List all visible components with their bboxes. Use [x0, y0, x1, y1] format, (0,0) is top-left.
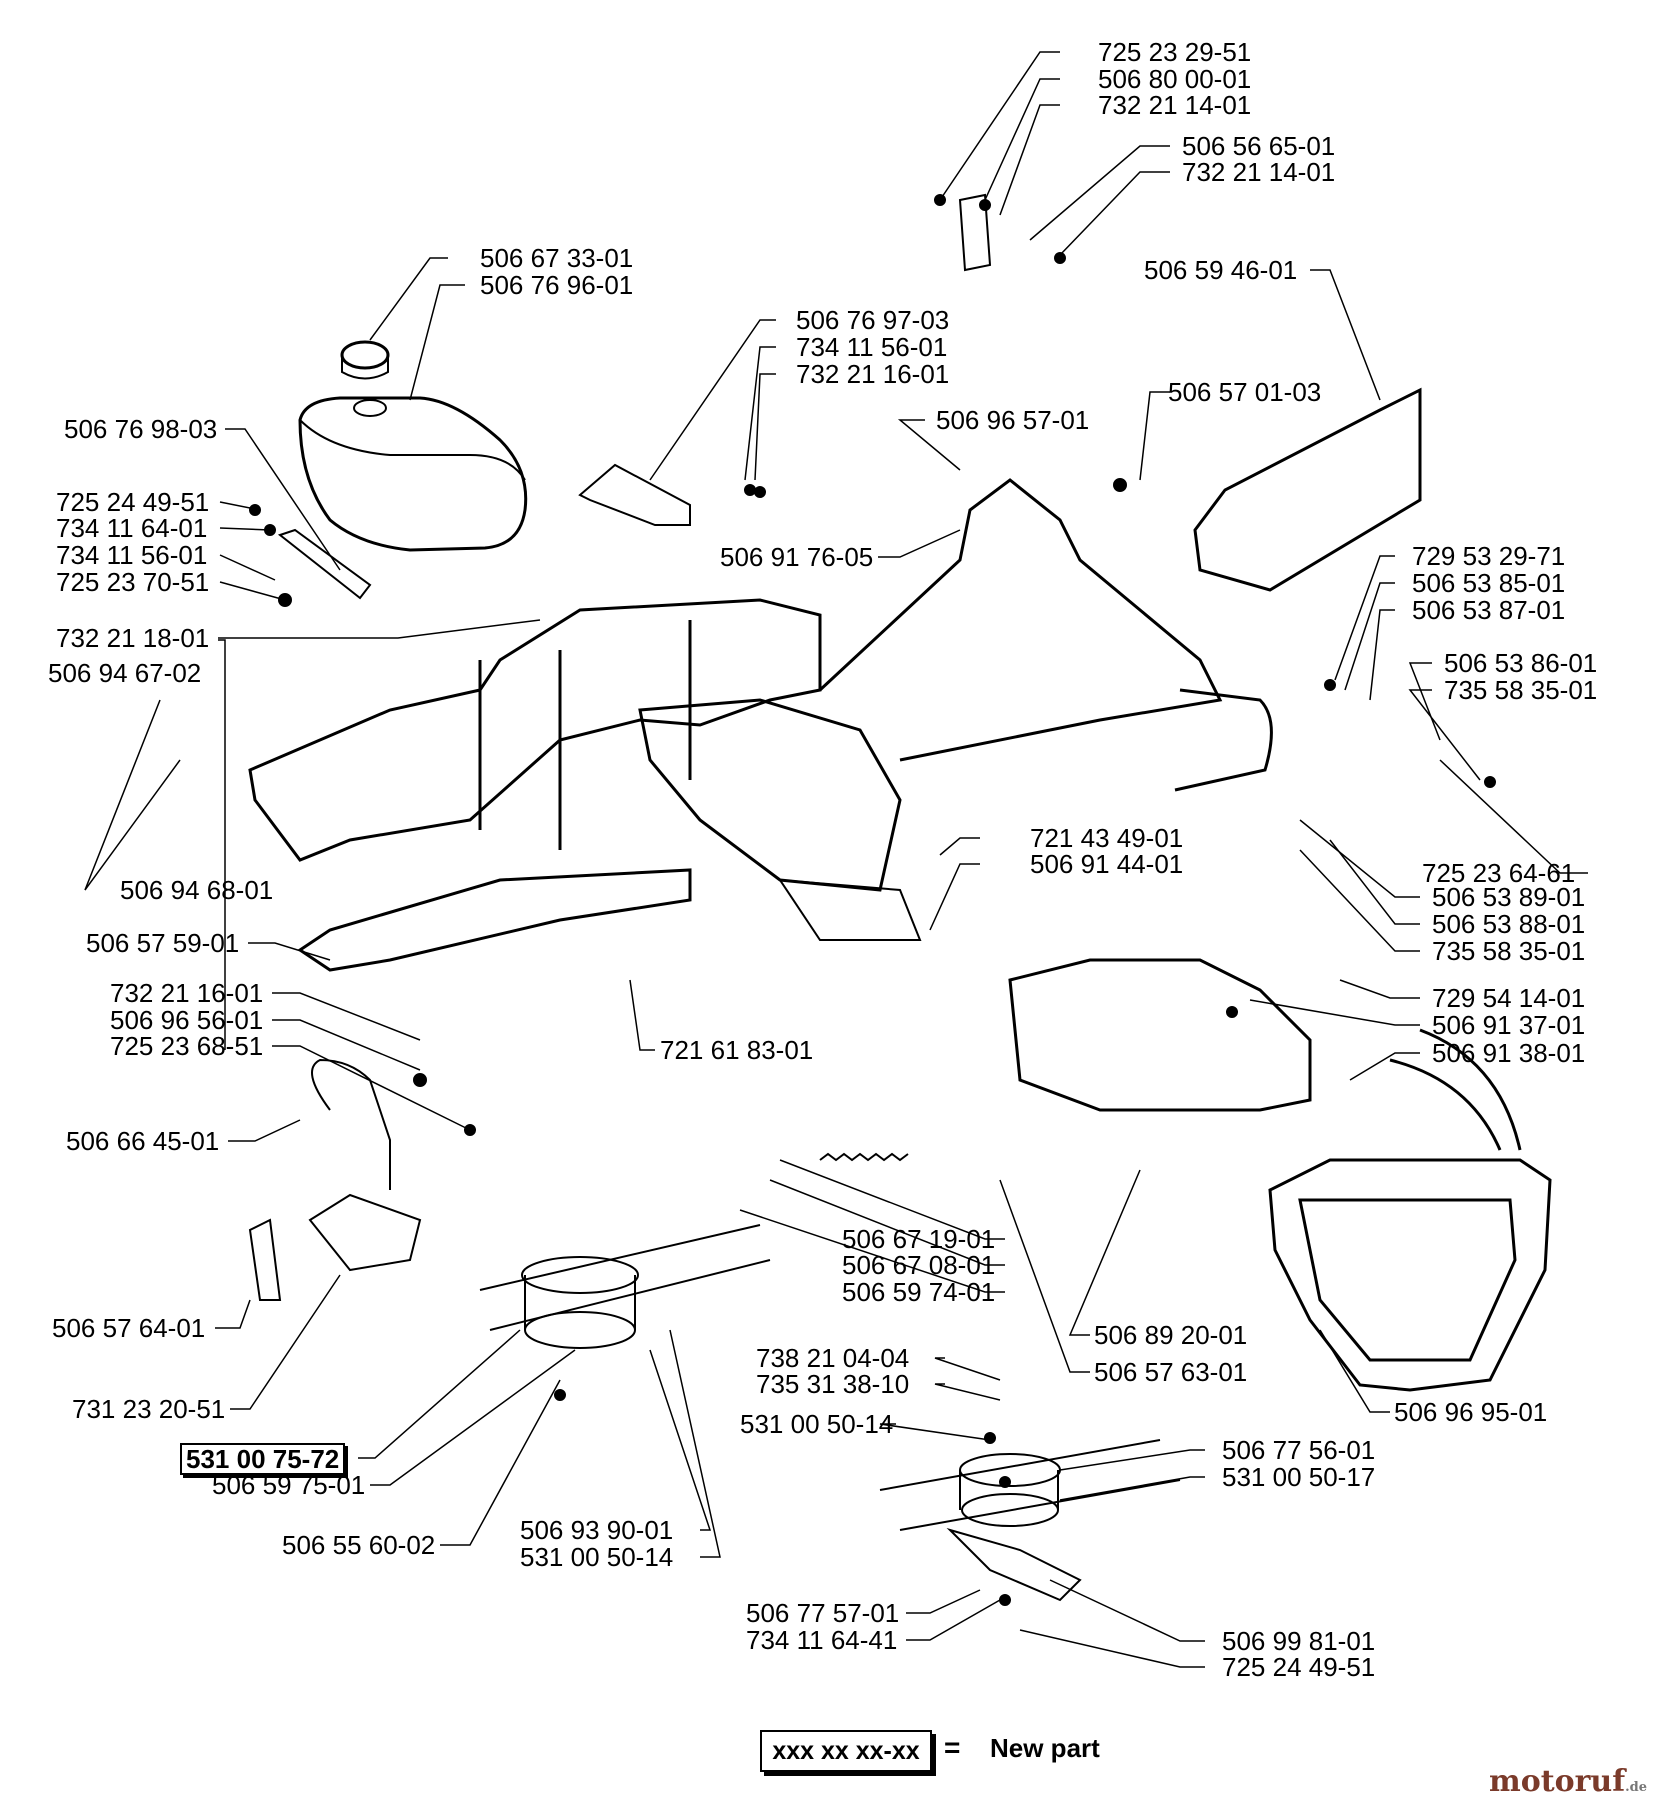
part-label: 506 91 76-05 [720, 542, 874, 572]
part-label: 506 94 68-01 [120, 875, 274, 905]
part-label: 506 57 59-01 [86, 928, 240, 958]
part-label: 732 21 16-01 [796, 359, 950, 389]
part-label: 531 00 50-17 [1222, 1462, 1376, 1492]
part-label: 506 53 87-01 [1412, 595, 1566, 625]
part-label: 725 24 49-51 [1222, 1652, 1376, 1682]
part-label: 506 67 19-01 [842, 1224, 996, 1254]
fuel-tank [298, 340, 528, 552]
part-label: 506 96 57-01 [936, 405, 1090, 435]
part-label: 734 11 56-01 [796, 332, 948, 362]
main-frame [248, 478, 1273, 892]
part-label: 735 58 35-01 [1444, 675, 1598, 705]
part-label: 531 00 50-14 [520, 1542, 674, 1572]
legend-code-box: xxx xx xx-xx [760, 1730, 932, 1772]
part-label: 729 54 14-01 [1432, 983, 1586, 1013]
base-plate [297, 868, 692, 972]
hook-rod [311, 1058, 391, 1190]
part-label: 506 91 37-01 [1432, 1010, 1586, 1040]
pivot-plate [308, 1193, 422, 1272]
part-label: 725 23 29-51 [1098, 37, 1252, 67]
part-label: 506 99 81-01 [1222, 1626, 1376, 1656]
part-label: 506 59 74-01 [842, 1277, 996, 1307]
part-label: 506 56 65-01 [1182, 131, 1336, 161]
right-pulley [879, 1439, 1181, 1602]
part-label: 506 76 98-03 [64, 414, 218, 444]
part-label: 506 57 64-01 [52, 1313, 206, 1343]
part-label: 506 67 08-01 [842, 1250, 996, 1280]
part-label: 735 31 38-10 [756, 1369, 910, 1399]
part-label: 506 59 46-01 [1144, 255, 1298, 285]
seat-bracket [1193, 387, 1422, 592]
part-label: 506 53 89-01 [1432, 882, 1586, 912]
part-label: 506 55 60-02 [282, 1530, 436, 1560]
leader-lines [84, 51, 1588, 1668]
part-label: 725 23 68-51 [110, 1031, 264, 1061]
top-mount-bracket [958, 193, 992, 272]
part-label: 732 21 14-01 [1182, 157, 1336, 187]
part-label: 735 58 35-01 [1432, 936, 1586, 966]
part-label: 506 91 44-01 [1030, 849, 1184, 879]
part-label: 506 59 75-01 [212, 1470, 366, 1500]
part-label: 506 76 96-01 [480, 270, 634, 300]
part-label: 506 53 86-01 [1444, 648, 1598, 678]
part-label: 506 96 95-01 [1394, 1397, 1548, 1427]
rear-support [778, 878, 922, 941]
part-label: 506 77 56-01 [1222, 1435, 1376, 1465]
legend-equals: = [944, 1732, 961, 1763]
part-label: 506 77 57-01 [746, 1598, 900, 1628]
tension-spring [819, 1152, 909, 1162]
watermark-tld: .de [1625, 1780, 1647, 1795]
part-label: 721 43 49-01 [1030, 823, 1184, 853]
part-label: 506 80 00-01 [1098, 64, 1252, 94]
part-label: 506 93 90-01 [520, 1515, 674, 1545]
part-label: 506 66 45-01 [66, 1126, 220, 1156]
part-label: 506 94 67-02 [48, 658, 202, 688]
part-label: 725 23 64-61 [1422, 858, 1576, 888]
legend-text: New part [990, 1733, 1100, 1763]
part-label: 506 53 88-01 [1432, 909, 1586, 939]
part-label: 732 21 16-01 [110, 978, 264, 1008]
hardware-dots [249, 194, 1496, 1606]
part-label: 506 89 20-01 [1094, 1320, 1248, 1350]
part-label: 729 53 29-71 [1412, 541, 1566, 571]
part-label: 721 61 83-01 [660, 1035, 814, 1065]
part-label: 506 57 63-01 [1094, 1357, 1248, 1387]
part-label: 734 11 64-41 [746, 1625, 898, 1655]
part-label: 738 21 04-04 [756, 1343, 910, 1373]
part-label: 725 24 49-51 [56, 487, 210, 517]
part-label: 506 96 56-01 [110, 1005, 264, 1035]
new-part-label: 531 00 75-72 [180, 1443, 346, 1475]
part-label: 732 21 18-01 [56, 623, 210, 653]
part-label: 506 57 01-03 [1168, 377, 1322, 407]
part-label: 506 91 38-01 [1432, 1038, 1586, 1068]
part-label: 734 11 56-01 [56, 540, 208, 570]
part-label: 731 23 20-51 [72, 1394, 226, 1424]
watermark-logo: motoruf.de [1489, 1764, 1647, 1799]
part-label: 506 76 97-03 [796, 305, 950, 335]
watermark-brand: motoruf [1488, 1764, 1626, 1799]
part-label: 732 21 14-01 [1098, 90, 1252, 120]
tank-strap [277, 528, 372, 600]
upper-bracket [578, 463, 691, 526]
belt-cover [1008, 958, 1552, 1392]
spring-rod [248, 1218, 282, 1301]
part-label: 506 53 85-01 [1412, 568, 1566, 598]
part-label: 725 23 70-51 [56, 567, 210, 597]
part-label: 734 11 64-01 [56, 513, 208, 543]
left-pulley [479, 1224, 771, 1349]
part-label: 506 67 33-01 [480, 243, 634, 273]
part-label: 531 00 50-14 [740, 1409, 894, 1439]
